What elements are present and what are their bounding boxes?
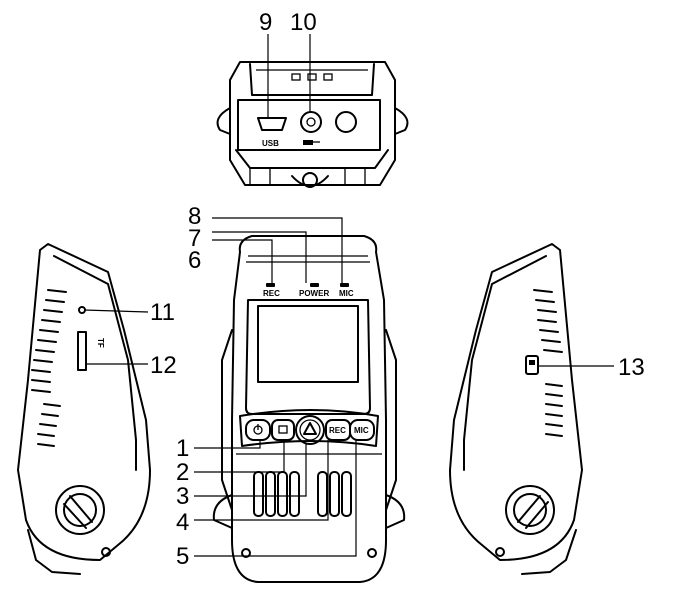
- power-jack-icon: [300, 111, 322, 133]
- callout-13: 13: [618, 354, 645, 381]
- callout-5: 5: [176, 543, 189, 570]
- callout-11: 11: [150, 299, 175, 326]
- callout-10: 10: [290, 9, 317, 36]
- callout-9: 9: [259, 9, 272, 36]
- tf-slot-label: TF: [96, 338, 105, 348]
- left-side-view: TF: [17, 243, 151, 575]
- power-indicator-label: POWER: [299, 289, 329, 298]
- callout-7: 7: [188, 225, 201, 252]
- rec-button-label: REC: [329, 426, 346, 435]
- lcd-screen: [257, 305, 359, 383]
- callout-2: 2: [176, 459, 189, 486]
- side-switch[interactable]: [525, 355, 539, 375]
- right-side-view: [449, 243, 583, 575]
- mic-button-label: MIC: [354, 426, 369, 435]
- callout-4: 4: [176, 509, 189, 536]
- power-button[interactable]: [245, 419, 271, 441]
- mic-indicator-label: MIC: [339, 289, 354, 298]
- usb-port-icon: [257, 117, 287, 131]
- callout-1: 1: [176, 435, 189, 462]
- callout-numbers: 9 10 8 7 6 11 12 13 1 2 3 4 5: [150, 9, 645, 570]
- mode-button[interactable]: [271, 419, 295, 441]
- usb-label: USB: [262, 139, 279, 148]
- mic-button[interactable]: [349, 419, 375, 441]
- callout-8: 8: [188, 203, 201, 230]
- left-vents: [31, 289, 67, 447]
- callout-12: 12: [150, 352, 177, 379]
- front-view: REC POWER MIC REC MIC: [212, 235, 406, 583]
- right-vents: [533, 289, 563, 437]
- emergency-button[interactable]: [295, 415, 325, 445]
- tf-card-slot[interactable]: [77, 331, 87, 371]
- callout-6: 6: [188, 247, 201, 274]
- leader-lines: [83, 34, 614, 557]
- rec-indicator-label: REC: [263, 289, 280, 298]
- top-view: USB: [216, 61, 409, 188]
- callout-3: 3: [176, 483, 189, 510]
